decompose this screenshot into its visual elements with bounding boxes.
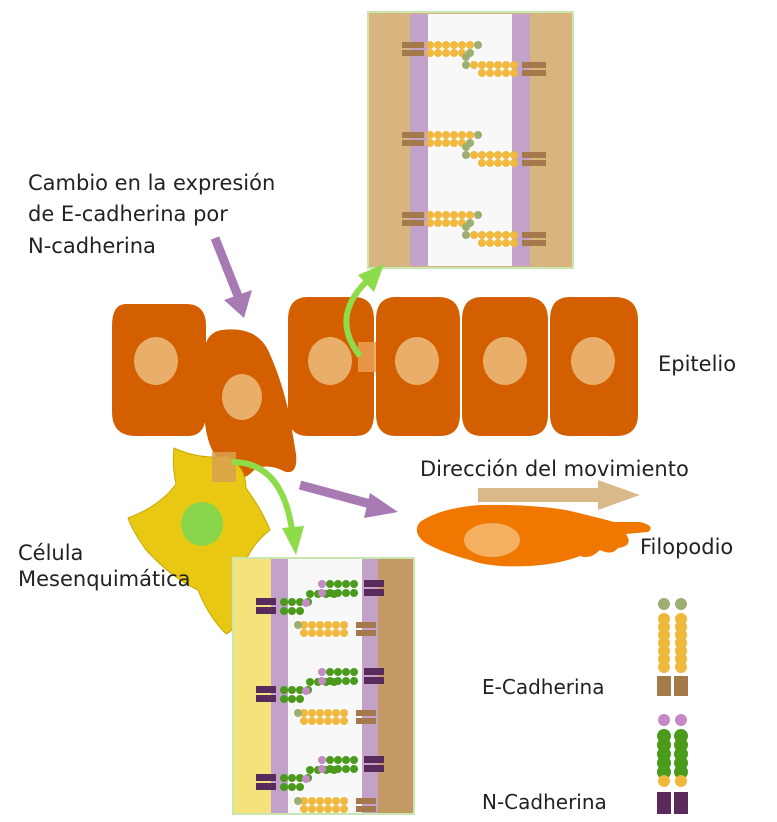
- filopodium-label: Filopodio: [640, 532, 733, 562]
- cell-nucleus: [308, 337, 352, 385]
- movement-direction-label: Dirección del movimiento: [420, 454, 689, 484]
- cell-nucleus: [395, 337, 439, 385]
- cell-nucleus: [464, 523, 520, 557]
- e-cadherin-legend-label: E-Cadherina: [482, 674, 604, 700]
- e-cadherin-junction-zoom: [368, 12, 573, 268]
- expression-change-label-line2: de E-cadherina por: [28, 199, 228, 229]
- cell-nucleus: [222, 374, 262, 420]
- n-cadherin-junction-zoom: [233, 558, 414, 814]
- e-cadherin-legend-icon: [657, 598, 688, 696]
- cell-nucleus: [571, 337, 615, 385]
- purple-arrow-icon: [215, 238, 252, 318]
- purple-arrow-icon: [300, 485, 398, 518]
- cell-nucleus: [483, 337, 527, 385]
- epithelium-label: Epitelio: [658, 349, 736, 379]
- expression-change-label-line3: N-cadherina: [28, 231, 156, 261]
- n-cadherin-legend-icon: [657, 714, 688, 814]
- n-cadherin-legend-label: N-Cadherina: [482, 789, 607, 815]
- epithelium: [112, 297, 638, 479]
- cell-nucleus: [134, 337, 178, 385]
- mesenchymal-cell-label-line2: Mesenquimática: [18, 564, 191, 594]
- mesenchymal-nucleus: [181, 502, 223, 546]
- junction-highlight: [212, 452, 236, 482]
- migrating-cell: [417, 505, 651, 567]
- expression-change-label-line1: Cambio en la expresión: [28, 168, 275, 198]
